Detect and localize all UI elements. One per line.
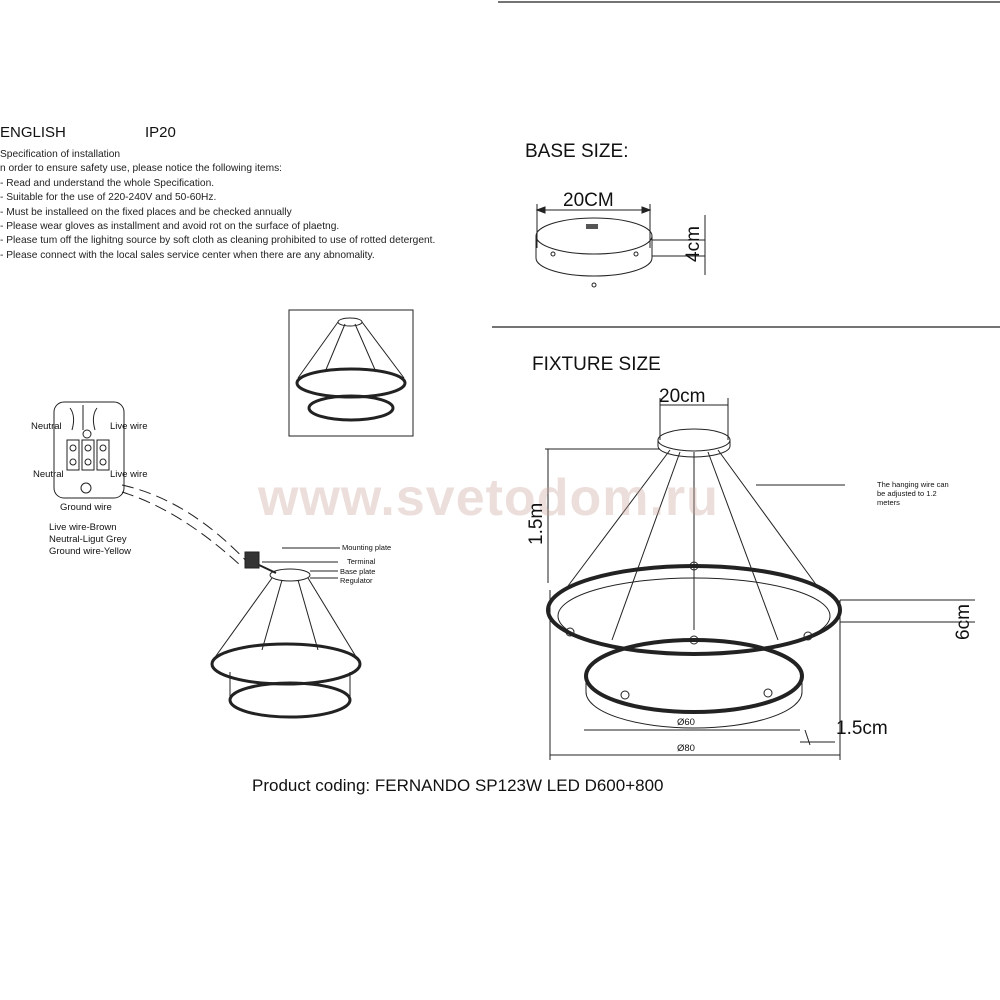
terminal-label: Terminal bbox=[347, 557, 376, 566]
outer-diameter: Ø80 bbox=[677, 743, 695, 754]
fixture-drawing bbox=[545, 398, 975, 760]
spec-item: - Read and understand the whole Specific… bbox=[0, 177, 215, 189]
wire-colors: Live wire-Brown Neutral-Ligut Grey Groun… bbox=[49, 522, 131, 558]
drop-dimension: 1.5m bbox=[526, 502, 547, 545]
wire-color: Live wire-Brown bbox=[49, 522, 117, 533]
fixture-thumbnail bbox=[288, 309, 414, 437]
base-width: 20CM bbox=[563, 190, 614, 211]
language-label: ENGLISH bbox=[0, 124, 66, 141]
spec-item: - Please wear gloves as installment and … bbox=[0, 221, 340, 233]
wire-color: Neutral-Ligut Grey bbox=[49, 534, 127, 545]
wire-color: Ground wire-Yellow bbox=[49, 546, 132, 557]
spec-item: - Please tum off the lighitng source by … bbox=[0, 235, 436, 247]
hanging-wire-note: The hanging wire can be adjusted to 1.2 … bbox=[877, 480, 949, 507]
neutral-top-label: Neutral bbox=[31, 421, 62, 432]
installation-spec: Specification of installation n order to… bbox=[0, 148, 435, 263]
spec-intro: n order to ensure safety use, please not… bbox=[0, 163, 283, 175]
live-top-label: Live wire bbox=[110, 421, 148, 432]
base-drawing bbox=[535, 204, 706, 288]
live-bottom-label: Live wire bbox=[110, 469, 148, 480]
spec-item: - Suitable for the use of 220-240V and 5… bbox=[0, 192, 217, 204]
regulator-label: Regulator bbox=[340, 576, 373, 585]
ip-rating: IP20 bbox=[145, 124, 176, 141]
fixture-size-title: FIXTURE SIZE bbox=[532, 354, 661, 375]
mounting-plate-label: Mounting plate bbox=[342, 543, 392, 552]
base-size-title: BASE SIZE: bbox=[525, 141, 629, 162]
note-line: meters bbox=[877, 498, 900, 507]
base-height: 4cm bbox=[683, 226, 704, 262]
ring-height-dimension: 6cm bbox=[953, 604, 974, 640]
neutral-bottom-label: Neutral bbox=[33, 469, 64, 480]
inner-diameter: Ø60 bbox=[677, 717, 695, 728]
spec-title: Specification of installation bbox=[0, 149, 121, 160]
canopy-dimension: 20cm bbox=[659, 386, 706, 407]
ground-label: Ground wire bbox=[60, 502, 112, 513]
wiring-diagram bbox=[53, 401, 251, 566]
product-coding: Product coding: FERNANDO SP123W LED D600… bbox=[252, 776, 664, 795]
note-line: be adjusted to 1.2 bbox=[877, 489, 937, 498]
ring-gap-dimension: 1.5cm bbox=[836, 718, 888, 739]
spec-item: - Must be installeed on the fixed places… bbox=[0, 206, 292, 218]
note-line: The hanging wire can bbox=[877, 480, 949, 489]
spec-item: - Please connect with the local sales se… bbox=[0, 249, 375, 261]
base-plate-label: Base plate bbox=[340, 567, 376, 576]
installation-drawing bbox=[210, 547, 362, 719]
watermark: www.svetodom.ru bbox=[258, 469, 719, 527]
